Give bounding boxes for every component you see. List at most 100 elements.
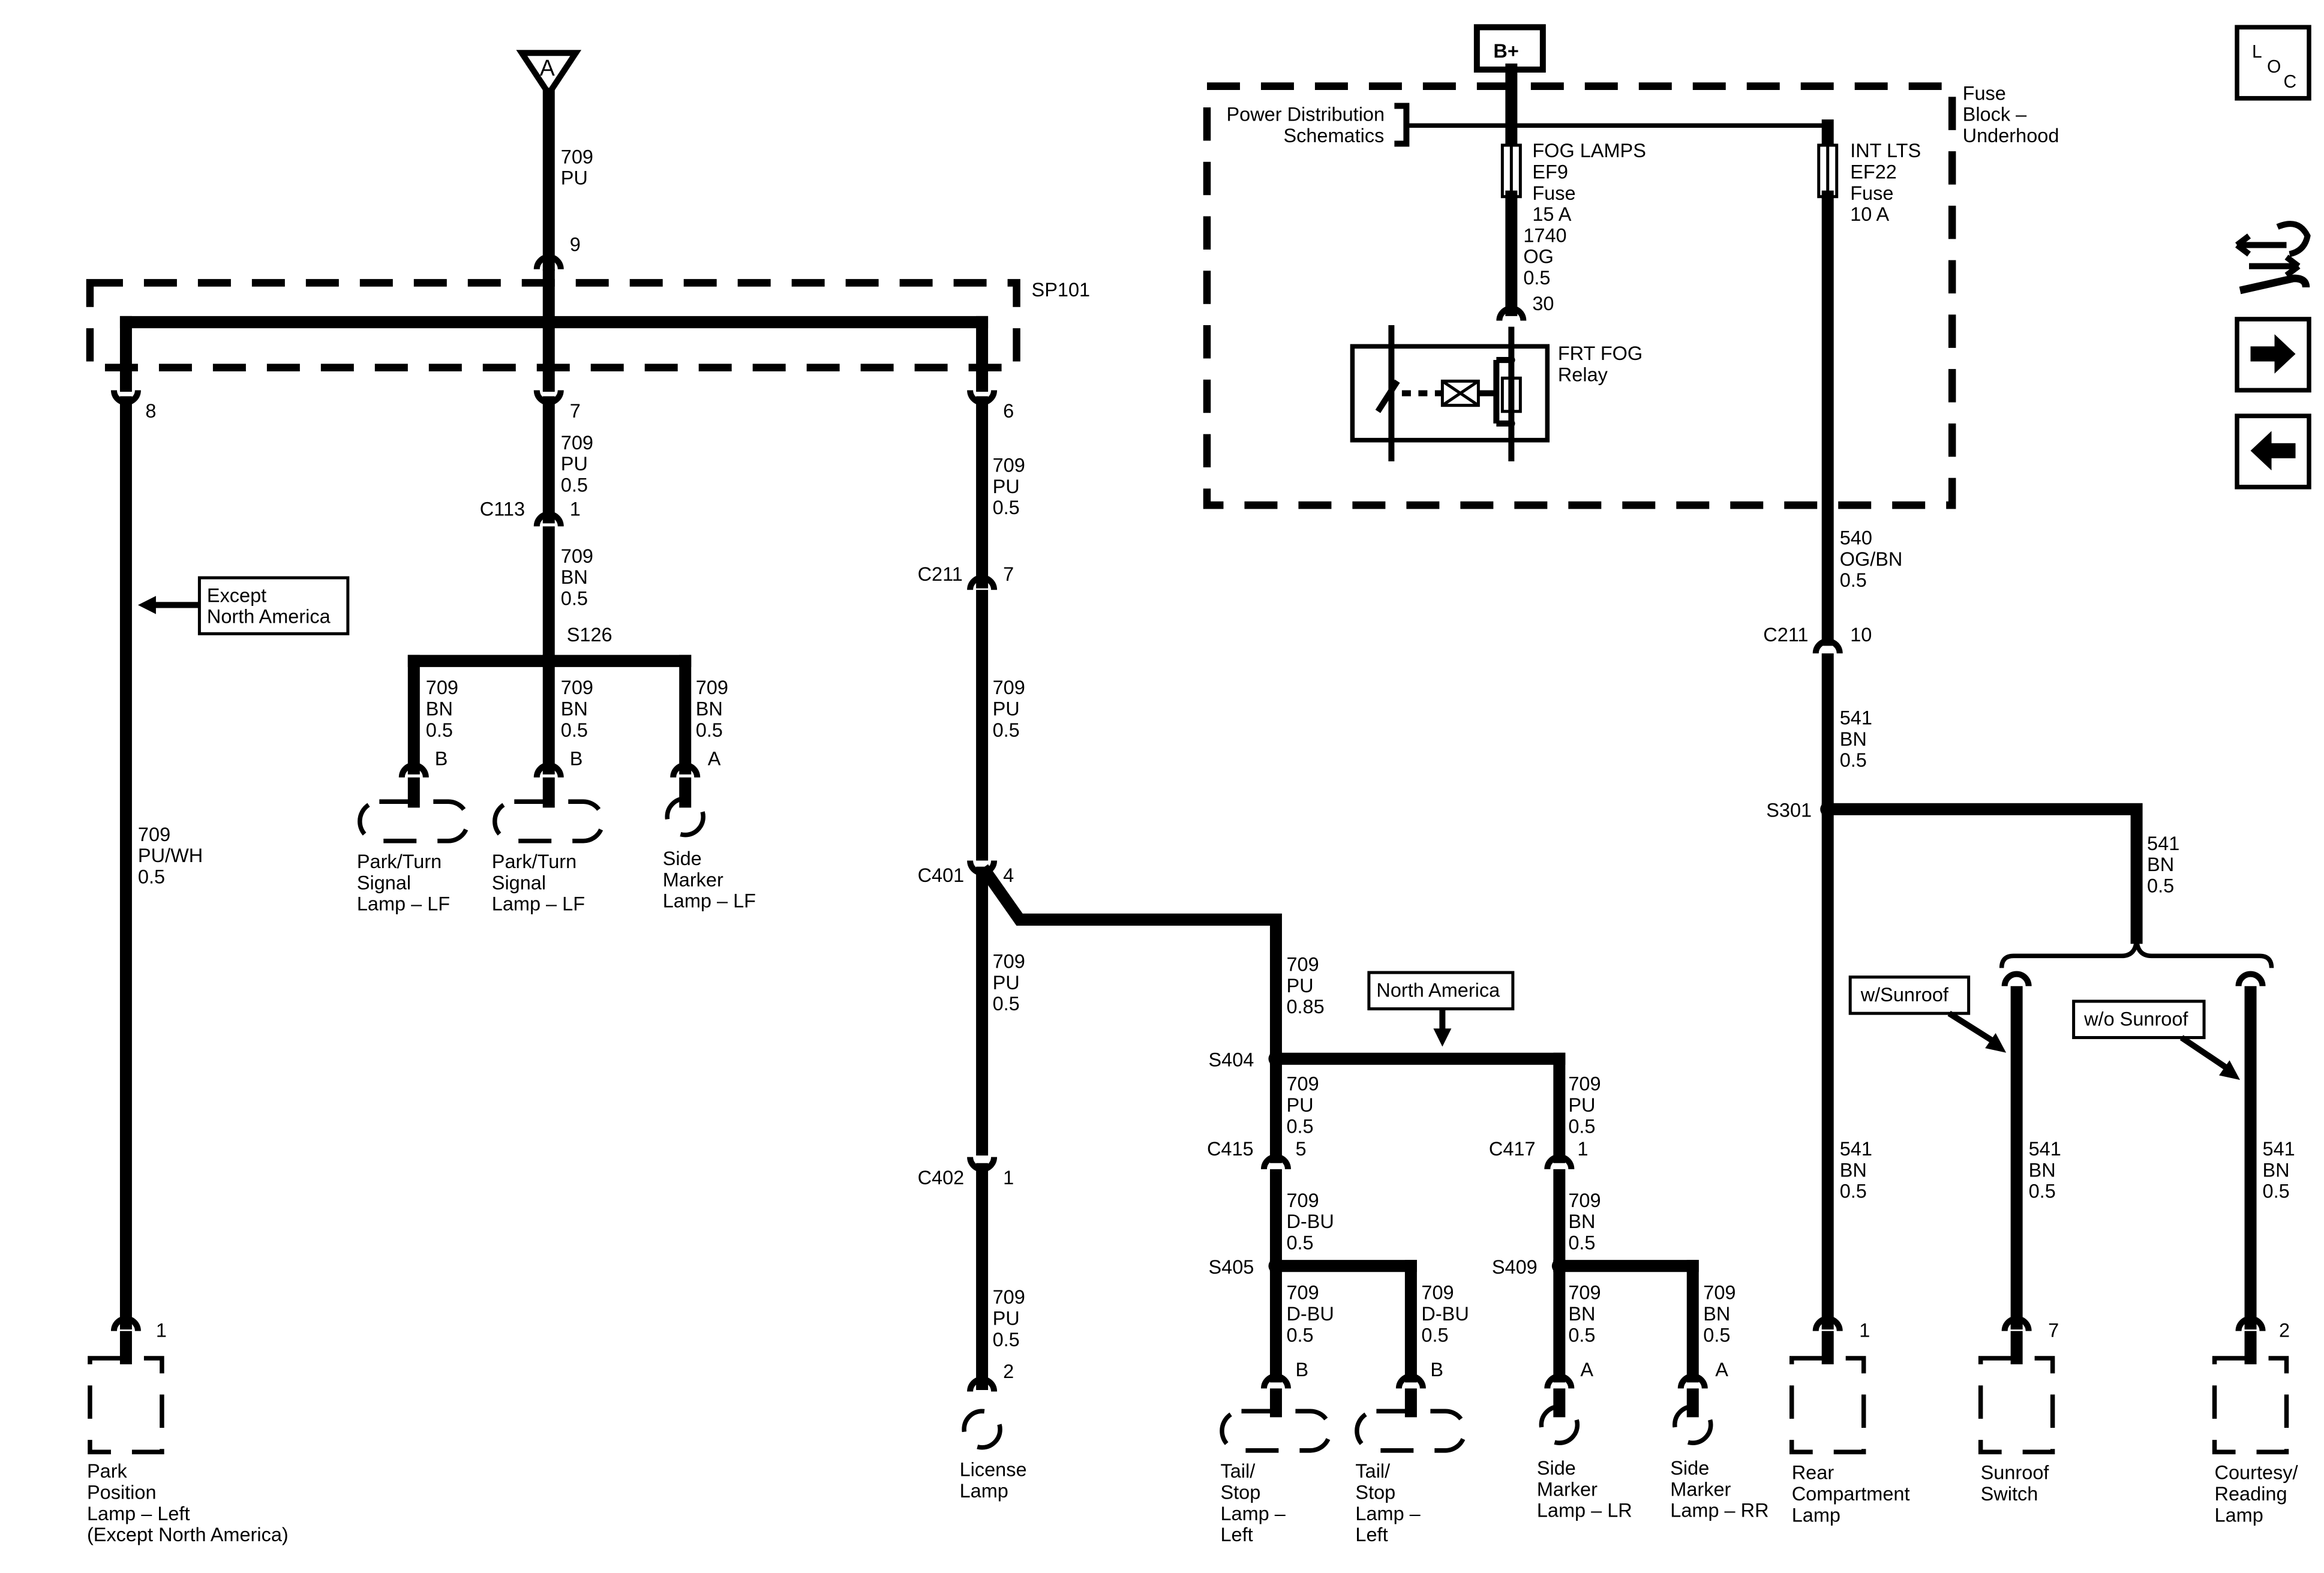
svg-text:0.5: 0.5 — [1568, 1231, 1595, 1253]
svg-text:541: 541 — [1840, 707, 1872, 729]
svg-text:C417: C417 — [1489, 1137, 1536, 1160]
connector-c113 — [533, 511, 564, 527]
svg-text:North America: North America — [207, 605, 331, 628]
svg-text:Tail/: Tail/ — [1355, 1460, 1391, 1482]
svg-text:Block –: Block – — [1963, 103, 2027, 125]
svg-text:709: 709 — [993, 676, 1025, 698]
svg-text:Courtesy/: Courtesy/ — [2215, 1461, 2299, 1484]
svg-text:709: 709 — [1568, 1073, 1601, 1095]
source-a-connector[interactable]: A — [516, 50, 582, 100]
rear-compartment-lamp — [1789, 1356, 1866, 1455]
svg-text:PU: PU — [993, 1307, 1020, 1329]
svg-text:Relay: Relay — [1558, 363, 1608, 385]
svg-text:North America: North America — [1376, 978, 1500, 1001]
svg-text:709: 709 — [993, 454, 1025, 476]
swap-tools-icon[interactable] — [2235, 221, 2311, 295]
svg-text:0.5: 0.5 — [1286, 1115, 1313, 1137]
svg-text:541: 541 — [2147, 832, 2179, 854]
svg-text:Side: Side — [1537, 1457, 1576, 1479]
svg-text:S404: S404 — [1208, 1048, 1254, 1070]
svg-text:6: 6 — [1003, 400, 1014, 422]
svg-text:Power Distribution: Power Distribution — [1226, 103, 1385, 125]
svg-text:BN: BN — [1568, 1302, 1595, 1325]
svg-text:541: 541 — [1840, 1137, 1872, 1160]
svg-text:w/o Sunroof: w/o Sunroof — [2083, 1007, 2188, 1029]
svg-text:709: 709 — [1286, 1073, 1319, 1095]
svg-text:FRT FOG: FRT FOG — [1558, 342, 1643, 364]
svg-text:709: 709 — [1286, 1281, 1319, 1304]
svg-text:0.5: 0.5 — [1840, 569, 1867, 591]
svg-text:C402: C402 — [918, 1166, 965, 1188]
svg-text:BN: BN — [696, 697, 723, 719]
svg-text:1: 1 — [1859, 1319, 1870, 1341]
svg-text:709: 709 — [1703, 1281, 1736, 1304]
svg-text:S405: S405 — [1208, 1256, 1254, 1278]
svg-text:0.5: 0.5 — [1703, 1323, 1730, 1346]
svg-text:0.5: 0.5 — [696, 719, 723, 741]
svg-text:7: 7 — [1003, 563, 1014, 585]
svg-text:709: 709 — [993, 950, 1025, 972]
side-marker-lamp-rr — [1673, 1404, 1713, 1445]
svg-text:BN: BN — [2263, 1158, 2290, 1181]
svg-text:0.5: 0.5 — [1523, 266, 1550, 289]
svg-text:EF9: EF9 — [1532, 160, 1568, 182]
svg-text:709: 709 — [1286, 1189, 1319, 1211]
svg-text:2: 2 — [2279, 1319, 2290, 1341]
svg-text:B: B — [1430, 1358, 1443, 1380]
svg-text:S409: S409 — [1492, 1256, 1538, 1278]
svg-text:540: 540 — [1840, 526, 1872, 548]
svg-text:Signal: Signal — [357, 871, 411, 893]
svg-text:0.5: 0.5 — [1286, 1231, 1313, 1253]
svg-text:Lamp –: Lamp – — [1355, 1502, 1421, 1524]
svg-text:1: 1 — [1003, 1166, 1014, 1188]
svg-text:C211: C211 — [1763, 623, 1808, 646]
svg-text:Marker: Marker — [1670, 1478, 1731, 1500]
note-w-sunroof: w/Sunroof — [1848, 975, 2007, 1053]
svg-text:(Except North America): (Except North America) — [87, 1523, 289, 1545]
svg-text:0.5: 0.5 — [1568, 1115, 1595, 1137]
svg-text:0.5: 0.5 — [993, 719, 1020, 741]
svg-text:Lamp – LF: Lamp – LF — [663, 890, 756, 912]
svg-text:709: 709 — [426, 676, 458, 698]
svg-text:BN: BN — [2029, 1158, 2056, 1181]
loc-icon[interactable]: L O C — [2235, 25, 2311, 101]
svg-text:A: A — [1580, 1358, 1593, 1380]
svg-text:15 A: 15 A — [1532, 203, 1571, 225]
next-arrow-icon[interactable] — [2235, 317, 2311, 393]
svg-text:EF22: EF22 — [1850, 160, 1897, 182]
svg-text:Rear: Rear — [1792, 1461, 1834, 1484]
svg-text:PU: PU — [993, 475, 1020, 497]
svg-text:Switch: Switch — [1981, 1482, 2038, 1505]
license-lamp — [962, 1409, 1002, 1450]
connector-c417 — [1544, 1154, 1575, 1170]
svg-text:0.5: 0.5 — [1421, 1323, 1448, 1346]
svg-text:0.5: 0.5 — [426, 719, 453, 741]
power-distribution-ref: Power Distribution Schematics — [1226, 103, 1410, 147]
svg-text:Left: Left — [1355, 1523, 1388, 1545]
svg-text:Schematics: Schematics — [1283, 124, 1384, 146]
side-marker-lamp-lr — [1539, 1404, 1580, 1445]
prev-arrow-icon[interactable] — [2235, 413, 2311, 490]
svg-text:License: License — [960, 1458, 1027, 1481]
svg-text:Park: Park — [87, 1460, 127, 1482]
svg-text:0.85: 0.85 — [1286, 995, 1324, 1017]
svg-text:INT LTS: INT LTS — [1850, 139, 1921, 161]
tail-stop-lamp-left-2 — [1355, 1409, 1467, 1453]
option-bracket — [1999, 937, 2274, 968]
svg-text:Signal: Signal — [492, 871, 546, 893]
park-turn-lamp-lf-1 — [358, 799, 470, 843]
svg-text:0.5: 0.5 — [1840, 749, 1867, 771]
svg-text:709: 709 — [561, 145, 593, 167]
park-position-lamp — [88, 1356, 164, 1455]
svg-text:Lamp – LF: Lamp – LF — [492, 893, 585, 915]
sp101-label: SP101 — [1032, 278, 1091, 301]
svg-text:D-BU: D-BU — [1421, 1302, 1469, 1325]
svg-text:BN: BN — [1840, 1158, 1867, 1181]
svg-text:Lamp –: Lamp – — [1220, 1502, 1286, 1524]
svg-text:Lamp – Left: Lamp – Left — [87, 1502, 190, 1524]
svg-text:Lamp: Lamp — [1792, 1503, 1840, 1526]
svg-text:BN: BN — [1840, 728, 1867, 750]
svg-text:Fuse: Fuse — [1850, 182, 1893, 204]
svg-text:10: 10 — [1850, 623, 1872, 646]
